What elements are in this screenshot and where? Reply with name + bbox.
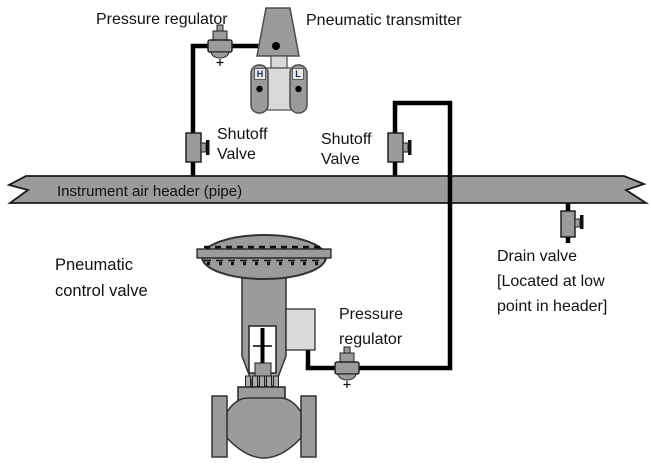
shutoff-valve-left-label-line1: Shutoff: [217, 126, 268, 143]
drain-valve-label: Drain valve [Located at low point in hea…: [497, 244, 607, 319]
regulator-plus-mark: [343, 381, 351, 388]
outlet-flange: [300, 395, 317, 458]
pressure-regulator-bottom-label-line1: Pressure: [339, 306, 404, 323]
shutoff-valve-left-label-line2: Valve: [217, 146, 256, 163]
shutoff-valve-right-label: Shutoff Valve: [321, 130, 371, 170]
pressure-regulator-bottom-label: Pressure regulator: [339, 302, 403, 352]
high-port-tag: [254, 68, 266, 80]
valve-body: [560, 210, 576, 238]
tubing-positioner-branch: [305, 100, 453, 371]
instrument-air-header-pipe: [6, 175, 650, 204]
inlet-flange: [211, 395, 228, 458]
transmitter-neck: [270, 55, 288, 69]
drain-valve-label-line2: [Located at low: [497, 273, 605, 290]
valve-handle-stem: [574, 218, 581, 228]
regulator-plus-mark: [216, 59, 224, 66]
drain-valve-label-line1: Drain valve: [497, 248, 578, 265]
valve-handle-bar: [206, 140, 210, 155]
shutoff-valve-right-label-line2: Valve: [321, 151, 360, 168]
low-port-vent: [295, 85, 302, 93]
shutoff-valve-right-label-line1: Shutoff: [321, 131, 372, 148]
transmitter-capsule-body: [266, 67, 292, 111]
pressure-regulator-top-label: Pressure regulator: [96, 11, 228, 28]
regulator-housing: [207, 39, 233, 53]
stem-connector-block: [254, 362, 272, 377]
air-header-label: Instrument air header (pipe): [57, 183, 243, 200]
shutoff-valve-right-symbol: [387, 132, 412, 163]
transmitter-housing: [256, 7, 300, 57]
pneumatic-transmitter-label: Pneumatic transmitter: [306, 12, 462, 29]
low-port-label: L: [295, 69, 301, 79]
pressure-regulator-bottom-label-line2: regulator: [339, 331, 403, 348]
valve-handle-stem: [402, 142, 409, 153]
pneumatic-control-valve-label: Pneumatic control valve: [55, 252, 148, 304]
regulator-dome: [337, 373, 357, 381]
valve-handle-stem: [200, 142, 207, 153]
tubing-connection-dot: [272, 42, 280, 50]
pipe-body: [6, 175, 650, 204]
diaphragm-flange-band: [196, 248, 332, 259]
shutoff-valve-left-symbol: [185, 132, 210, 163]
regulator-housing: [334, 361, 360, 375]
pneumatic-control-valve-label-line2: control valve: [55, 282, 148, 300]
low-port-tag: [292, 68, 304, 80]
high-port-label: H: [257, 69, 264, 79]
pneumatic-transmitter-symbol: H L: [250, 7, 308, 114]
shutoff-valve-left-label: Shutoff Valve: [217, 125, 267, 165]
valve-body: [185, 132, 202, 163]
pneumatic-control-valve-label-line1: Pneumatic: [55, 256, 133, 274]
drain-valve-symbol: [560, 210, 584, 238]
bonnet-studs: [245, 375, 279, 388]
drain-valve-label-line3: point in header]: [497, 298, 608, 315]
regulator-dome: [210, 51, 230, 59]
pneumatic-control-valve-symbol: [196, 234, 332, 459]
globe-valve-body: [226, 397, 302, 459]
pressure-regulator-bottom-symbol: [334, 346, 360, 388]
valve-positioner: [285, 308, 316, 351]
high-port-vent: [256, 85, 263, 93]
pressure-regulator-top-symbol: [207, 24, 233, 66]
valve-handle-bar: [408, 140, 412, 155]
valve-handle-bar: [580, 215, 584, 229]
valve-body: [387, 132, 404, 163]
